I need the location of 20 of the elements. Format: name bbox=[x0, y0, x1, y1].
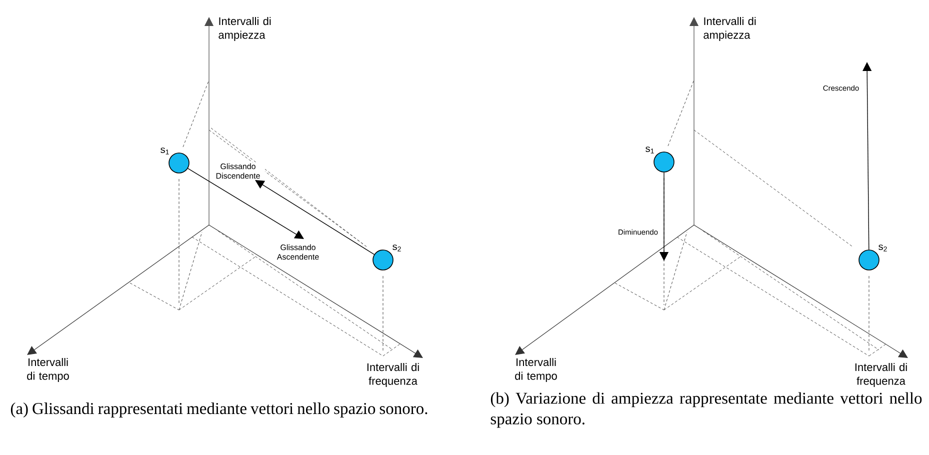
edge-label: Glissando Ascendente bbox=[276, 244, 319, 260]
caption: (a) Glissandi rappresentati mediante vettori nello spazio sonoro. bbox=[10, 402, 428, 418]
axis-label: Intervalli di frequenza bbox=[367, 363, 419, 387]
arrow bbox=[188, 168, 304, 239]
axis-label: Intervalli di tempo bbox=[515, 358, 557, 382]
point-circle bbox=[372, 250, 394, 270]
point-circle bbox=[168, 152, 190, 174]
axis-label: Intervalli di frequenza bbox=[855, 363, 907, 387]
point-label: s$_{1}$ bbox=[160, 148, 169, 154]
point-label: s$_{2}$ bbox=[392, 244, 401, 252]
axis-label: Intervalli di ampiezza bbox=[218, 17, 271, 41]
point-label: s$_{2}$ bbox=[878, 244, 887, 252]
point-circle bbox=[858, 250, 880, 270]
point-label: s$_{1}$ bbox=[646, 146, 654, 154]
arrow bbox=[255, 180, 375, 255]
axis-label: Intervalli di tempo bbox=[27, 358, 69, 382]
edge-label: Glissando Discendente bbox=[216, 163, 260, 179]
point-circle bbox=[654, 152, 674, 172]
caption: (b) Variazione di ampiezza rappresentate mediante vettori nello spazio sonoro. bbox=[490, 392, 922, 428]
axis-label: Intervalli di ampiezza bbox=[704, 17, 756, 41]
